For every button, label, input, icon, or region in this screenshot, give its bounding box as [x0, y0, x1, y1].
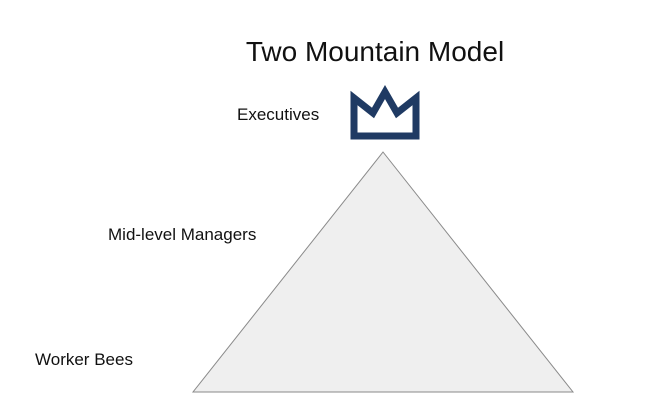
- level-label-executives: Executives: [237, 105, 320, 124]
- mountain-triangle: [191, 151, 575, 393]
- diagram-title: Two Mountain Model: [245, 36, 505, 67]
- level-label-mid-level-managers: Mid-level Managers: [108, 225, 257, 244]
- level-label-worker-bees: Worker Bees: [35, 350, 133, 369]
- crown-icon: [350, 84, 420, 140]
